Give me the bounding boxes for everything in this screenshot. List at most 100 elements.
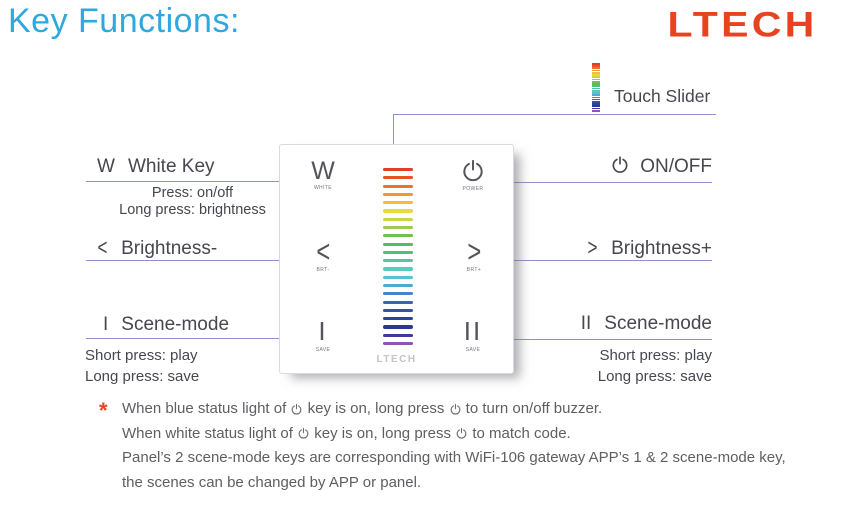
scene-right-title: Scene-mode	[604, 313, 712, 334]
scene-left-desc-2: Long press: save	[85, 368, 200, 385]
callout-scene-right: II Scene-mode	[502, 313, 712, 335]
slider-color-bar	[592, 78, 600, 81]
chevron-right-icon: >	[467, 234, 481, 270]
panel-brand-label: LTECH	[376, 354, 417, 365]
connector-touch-slider-v	[393, 114, 395, 159]
connector-scene-right	[490, 339, 712, 341]
slider-color-bar	[592, 63, 600, 65]
slider-color-bar	[592, 89, 600, 92]
scene-left-desc-1: Short press: play	[85, 347, 198, 364]
slider-color-bar	[592, 98, 600, 101]
slider-color-bar	[383, 308, 413, 312]
slider-color-bar	[592, 94, 600, 96]
scene-right-desc-1: Short press: play	[599, 347, 712, 364]
chevron-right-icon: >	[587, 235, 598, 261]
callout-brightness-plus: > Brightness+	[502, 235, 712, 261]
white-key-sublabel: WHITE	[313, 185, 333, 191]
slider-color-bar	[592, 76, 600, 79]
callout-scene-right-desc: Short press: play Long press: save	[497, 345, 712, 387]
connector-brightness-plus	[490, 260, 712, 262]
connector-on-off	[490, 182, 712, 184]
scene-2-callout-glyph: II	[580, 313, 592, 334]
brightness-plus-key: > BRT+	[454, 234, 494, 273]
slider-color-bar	[383, 192, 413, 197]
slider-color-bar	[592, 92, 600, 94]
brightness-minus-title: Brightness-	[121, 238, 218, 259]
power-icon	[463, 159, 483, 182]
slider-color-bar	[383, 234, 413, 238]
touch-slider-bars	[383, 168, 413, 350]
slider-color-bar	[592, 105, 600, 108]
power-icon	[612, 156, 628, 174]
note-line-1: When blue status light of key is on, lon…	[122, 400, 603, 417]
power-icon	[292, 403, 302, 415]
slider-color-bar	[383, 292, 413, 296]
white-key-desc-2: Long press: brightness	[119, 202, 266, 218]
scene-2-sublabel: SAVE	[465, 347, 481, 353]
page-title: Key Functions:	[8, 2, 240, 40]
slider-color-bar	[592, 74, 600, 76]
slider-color-bar	[383, 176, 413, 180]
scene-1-glyph: I	[318, 316, 328, 346]
slider-color-bar	[383, 333, 413, 337]
slider-color-bar	[383, 259, 413, 263]
slider-color-bar	[592, 96, 600, 99]
scene-right-desc-2: Long press: save	[597, 368, 712, 385]
chevron-left-icon: <	[316, 234, 330, 270]
brightness-plus-title: Brightness+	[611, 238, 712, 259]
scene-left-title: Scene-mode	[121, 314, 230, 335]
ltech-logo: LTECH	[667, 6, 818, 45]
brightness-minus-key: < BRT-	[303, 234, 343, 273]
slider-color-bar	[383, 283, 413, 288]
slider-color-bar	[592, 67, 600, 70]
scene-2-glyph: II	[463, 316, 483, 346]
on-off-title: ON/OFF	[640, 156, 712, 177]
callout-scene-left-desc: Short press: play Long press: save	[85, 345, 199, 387]
slider-color-bar	[383, 217, 413, 221]
connector-scene-left	[86, 338, 303, 340]
touch-panel: W WHITE POWER < BRT- > BRT+ I SAVE II SA…	[279, 144, 514, 374]
note-line-3: Panel’s 2 scene-mode keys are correspond…	[122, 449, 786, 466]
white-key-callout-title: White Key	[127, 156, 215, 177]
slider-color-bar	[592, 65, 600, 67]
touch-slider-label: Touch Slider	[614, 86, 711, 106]
note-line-4: the scenes can be changed by APP or pane…	[122, 473, 422, 491]
slider-color-bar	[592, 69, 600, 72]
callout-brightness-minus: < Brightness-	[97, 235, 218, 261]
connector-brightness-minus	[86, 260, 303, 262]
slider-color-bar	[592, 100, 600, 103]
slider-color-bar	[592, 80, 600, 83]
white-key: W WHITE	[303, 159, 343, 192]
power-icon	[450, 403, 460, 415]
slider-color-bar	[592, 83, 600, 85]
chevron-left-icon: <	[97, 235, 108, 261]
scene-2-key: II SAVE	[453, 316, 493, 353]
note-line-2: When white status light of key is on, lo…	[122, 424, 571, 442]
connector-touch-slider-h	[393, 114, 716, 116]
asterisk-marker: *	[99, 398, 108, 423]
slider-color-bar	[383, 317, 413, 321]
scene-1-key: I SAVE	[303, 316, 343, 353]
power-icon	[298, 427, 309, 439]
slider-color-bar	[383, 225, 413, 230]
slider-color-bar	[592, 85, 600, 88]
callout-on-off: ON/OFF	[502, 156, 712, 178]
slider-color-bar	[383, 250, 413, 254]
brt-minus-sublabel: BRT-	[316, 267, 330, 273]
rainbow-slider-icon	[592, 63, 600, 113]
slider-color-bar	[592, 71, 600, 74]
slider-color-bar	[592, 103, 600, 105]
slider-color-bar	[383, 300, 413, 304]
slider-color-bar	[383, 168, 413, 172]
slider-color-bar	[383, 184, 413, 188]
white-key-callout-glyph: W	[97, 156, 115, 177]
callout-white-key: W White Key	[97, 156, 215, 178]
power-key-sublabel: POWER	[462, 186, 484, 192]
slider-color-bar	[383, 275, 413, 279]
slider-color-bar	[383, 201, 413, 205]
slider-color-bar	[383, 209, 413, 213]
brt-plus-sublabel: BRT+	[466, 267, 482, 273]
slider-color-bar	[383, 341, 413, 346]
scene-1-callout-glyph: I	[103, 314, 109, 335]
